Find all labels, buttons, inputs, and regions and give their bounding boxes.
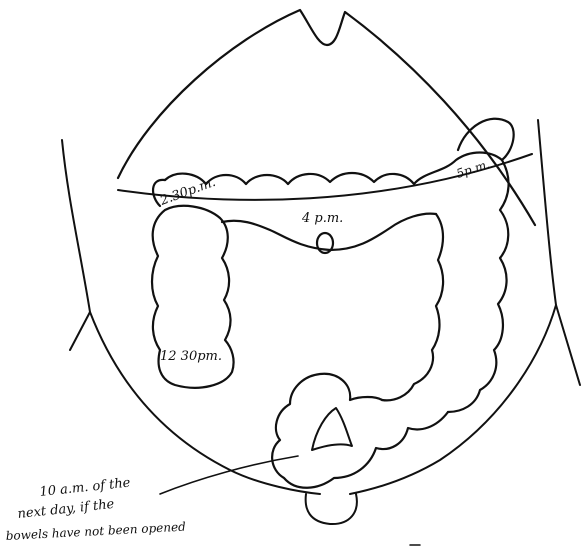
- label-sigmoid-note-line1: 10 a.m. of the: [39, 475, 132, 499]
- descending-colon-inner: [382, 214, 443, 400]
- descending-colon-outer: [448, 160, 509, 412]
- label-transverse-time: 4 p.m.: [301, 211, 343, 226]
- label-hepatic-time: 5p.m.: [455, 157, 492, 181]
- transverse-colon-upper: [165, 153, 502, 185]
- sigmoid-pointer-line: [160, 456, 298, 494]
- left-flank-line: [62, 140, 90, 312]
- sigmoid-inner-loop: [312, 408, 352, 450]
- label-caecum-time: 12 30pm.: [160, 349, 222, 364]
- label-sigmoid-note-line3: bowels have not been opened: [5, 520, 186, 543]
- left-hip-line: [70, 312, 320, 494]
- right-flank-line: [538, 120, 556, 305]
- pubic-curve: [306, 494, 357, 524]
- label-sigmoid-note-line2: next day, if the: [17, 497, 115, 522]
